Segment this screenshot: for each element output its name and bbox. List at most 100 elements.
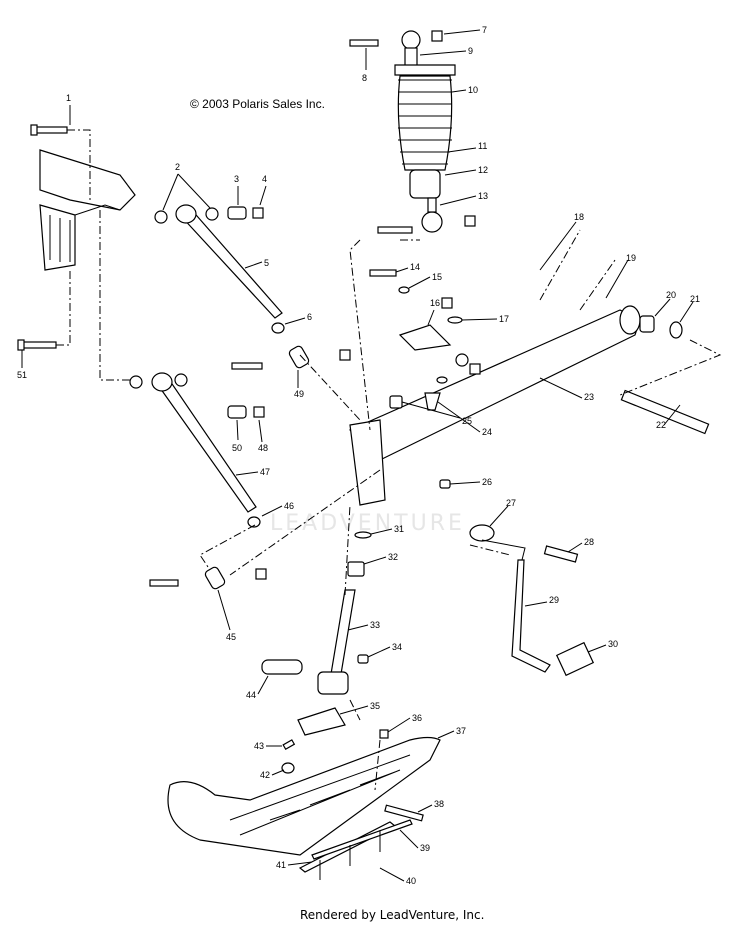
callout-36: 36 <box>387 713 422 733</box>
spindle-part-33 <box>261 531 372 695</box>
svg-text:50: 50 <box>232 443 242 453</box>
callout-30: 30 <box>587 639 618 653</box>
svg-text:30: 30 <box>608 639 618 649</box>
svg-text:20: 20 <box>666 290 676 300</box>
callout-19: 19 <box>605 253 636 299</box>
svg-text:18: 18 <box>574 212 584 222</box>
svg-text:26: 26 <box>482 477 492 487</box>
svg-text:3: 3 <box>234 174 239 184</box>
callout-21: 21 <box>679 294 700 323</box>
callout-50: 50 <box>232 419 242 453</box>
callout-35: 35 <box>339 701 380 715</box>
svg-text:13: 13 <box>478 191 488 201</box>
svg-text:8: 8 <box>362 73 367 83</box>
svg-text:24: 24 <box>482 427 492 437</box>
callout-43: 43 <box>254 741 282 751</box>
callout-16: 16 <box>427 298 440 326</box>
callout-12: 12 <box>444 165 488 176</box>
svg-text:6: 6 <box>307 312 312 322</box>
svg-text:27: 27 <box>506 498 516 508</box>
svg-text:17: 17 <box>499 314 509 324</box>
callout-27: 27 <box>489 498 516 527</box>
svg-text:22: 22 <box>656 420 666 430</box>
svg-text:40: 40 <box>406 876 416 886</box>
callout-9: 9 <box>419 46 473 56</box>
callout-39: 39 <box>399 829 430 853</box>
callout-26: 26 <box>449 477 492 487</box>
callout-31: 31 <box>370 524 404 535</box>
callout-47: 47 <box>235 467 270 477</box>
svg-text:12: 12 <box>478 165 488 175</box>
svg-text:36: 36 <box>412 713 422 723</box>
callout-2-upper: 2 <box>162 162 211 211</box>
callout-5: 5 <box>244 258 269 269</box>
svg-text:46: 46 <box>284 501 294 511</box>
svg-text:49: 49 <box>294 389 304 399</box>
callout-4: 4 <box>259 174 267 206</box>
callout-22: 22 <box>656 404 681 430</box>
svg-text:10: 10 <box>468 85 478 95</box>
callout-46: 46 <box>261 501 294 517</box>
callout-23: 23 <box>539 377 594 402</box>
svg-text:15: 15 <box>432 272 442 282</box>
svg-text:47: 47 <box>260 467 270 477</box>
svg-text:5: 5 <box>264 258 269 268</box>
callout-18: 18 <box>539 212 584 271</box>
svg-text:9: 9 <box>468 46 473 56</box>
svg-text:44: 44 <box>246 690 256 700</box>
nut-part-7 <box>339 349 351 361</box>
svg-text:28: 28 <box>584 537 594 547</box>
svg-text:23: 23 <box>584 392 594 402</box>
callout-49: 49 <box>294 370 304 399</box>
svg-text:35: 35 <box>370 701 380 711</box>
svg-text:16: 16 <box>430 298 440 308</box>
callout-11: 11 <box>447 141 487 153</box>
svg-text:11: 11 <box>478 141 487 151</box>
svg-text:29: 29 <box>549 595 559 605</box>
callout-48: 48 <box>258 419 268 453</box>
callout-42: 42 <box>260 769 285 780</box>
copyright-text: © 2003 Polaris Sales Inc. <box>190 97 325 111</box>
shock-absorber <box>349 30 476 234</box>
bolt-part-51 <box>17 339 57 351</box>
callout-44: 44 <box>246 675 269 700</box>
callout-14-top: 14 <box>395 262 420 273</box>
bracket-part-16 <box>369 269 481 489</box>
ski-part-37 <box>167 729 441 856</box>
svg-text:45: 45 <box>226 632 236 642</box>
callout-33: 33 <box>347 620 380 631</box>
svg-text:1: 1 <box>66 93 71 103</box>
lower-a-arm-part-47 <box>129 372 267 590</box>
svg-text:37: 37 <box>456 726 466 736</box>
bolt-part-14 <box>231 362 263 370</box>
trailing-arm-part-23 <box>348 305 710 506</box>
callout-38: 38 <box>417 799 444 813</box>
callout-41: 41 <box>276 860 313 870</box>
bolt-part-1 <box>30 124 68 136</box>
callout-1: 1 <box>66 93 71 125</box>
svg-text:43: 43 <box>254 741 264 751</box>
svg-text:51: 51 <box>17 370 27 380</box>
svg-text:14: 14 <box>410 262 420 272</box>
svg-text:41: 41 <box>276 860 286 870</box>
svg-text:42: 42 <box>260 770 270 780</box>
chassis-bracket <box>39 149 136 271</box>
callout-28: 28 <box>567 537 594 553</box>
svg-text:4: 4 <box>262 174 267 184</box>
svg-text:2: 2 <box>175 162 180 172</box>
svg-text:7: 7 <box>482 25 487 35</box>
svg-text:25: 25 <box>462 416 472 426</box>
callout-10: 10 <box>451 85 478 95</box>
svg-text:48: 48 <box>258 443 268 453</box>
callout-51: 51 <box>17 350 27 380</box>
callout-3: 3 <box>234 174 239 205</box>
upper-a-arm-part-5 <box>154 204 310 369</box>
svg-text:34: 34 <box>392 642 402 652</box>
svg-text:19: 19 <box>626 253 636 263</box>
spacer-part-35 <box>297 707 346 736</box>
svg-text:39: 39 <box>420 843 430 853</box>
callout-13: 13 <box>439 191 488 206</box>
wear-bar-parts <box>298 819 413 880</box>
